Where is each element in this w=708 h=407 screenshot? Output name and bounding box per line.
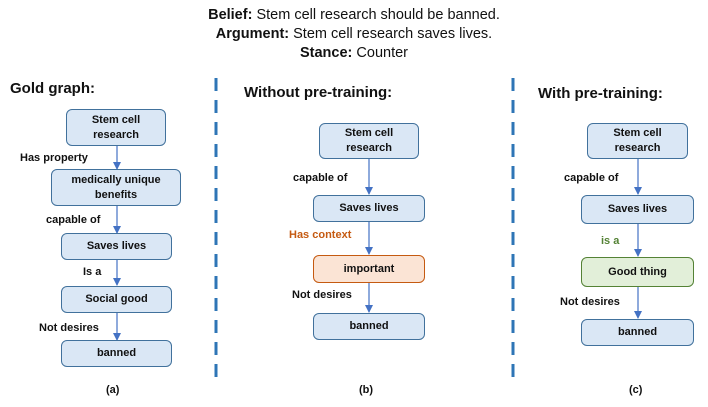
panel-b-title: Without pre-training: <box>244 84 393 101</box>
node-b-saves-lives: Saves lives <box>313 195 425 222</box>
node-b-banned: banned <box>313 313 425 340</box>
node-a-banned: banned <box>61 340 172 367</box>
edge-label-c-is-a: is a <box>601 235 620 247</box>
belief-key: Belief: <box>208 7 253 23</box>
stance-line: Stance: Counter <box>0 44 708 63</box>
node-c-stem-cell-research: Stem cell research <box>587 123 688 159</box>
header: Belief: Stem cell research should be ban… <box>0 6 708 63</box>
node-b-stem-cell-research: Stem cell research <box>319 123 419 159</box>
argument-text: Stem cell research saves lives. <box>289 26 493 42</box>
node-a-saves-lives: Saves lives <box>61 233 172 260</box>
node-c-banned: banned <box>581 319 694 346</box>
edge-label-b-capable-of: capable of <box>293 172 348 184</box>
belief-line: Belief: Stem cell research should be ban… <box>0 6 708 25</box>
caption-a: (a) <box>106 384 120 396</box>
caption-b: (b) <box>359 384 374 396</box>
panel-c-title: With pre-training: <box>538 85 663 102</box>
panel-a-title: Gold graph: <box>10 80 95 97</box>
argument-line: Argument: Stem cell research saves lives… <box>0 25 708 44</box>
argument-key: Argument: <box>215 26 290 42</box>
edge-label-c-not-desires: Not desires <box>560 296 620 308</box>
node-c-good-thing: Good thing <box>581 257 694 287</box>
node-c-saves-lives: Saves lives <box>581 195 694 224</box>
edge-label-a-capable-of: capable of <box>46 214 101 226</box>
edge-label-a-is-a: Is a <box>83 266 102 278</box>
edge-label-a-not-desires: Not desires <box>39 322 99 334</box>
caption-c: (c) <box>629 384 643 396</box>
stance-text: Counter <box>352 45 408 61</box>
edge-label-c-capable-of: capable of <box>564 172 619 184</box>
edge-label-b-has-context: Has context <box>289 229 352 241</box>
edge-label-a-has-property: Has property <box>20 152 88 164</box>
edge-label-b-not-desires: Not desires <box>292 289 352 301</box>
node-a-medically-unique-benefits: medically unique benefits <box>51 169 181 206</box>
stance-key: Stance: <box>299 45 353 61</box>
belief-text: Stem cell research should be banned. <box>252 7 500 23</box>
node-a-stem-cell-research: Stem cell research <box>66 109 166 146</box>
node-a-social-good: Social good <box>61 286 172 313</box>
node-b-important: important <box>313 255 425 283</box>
